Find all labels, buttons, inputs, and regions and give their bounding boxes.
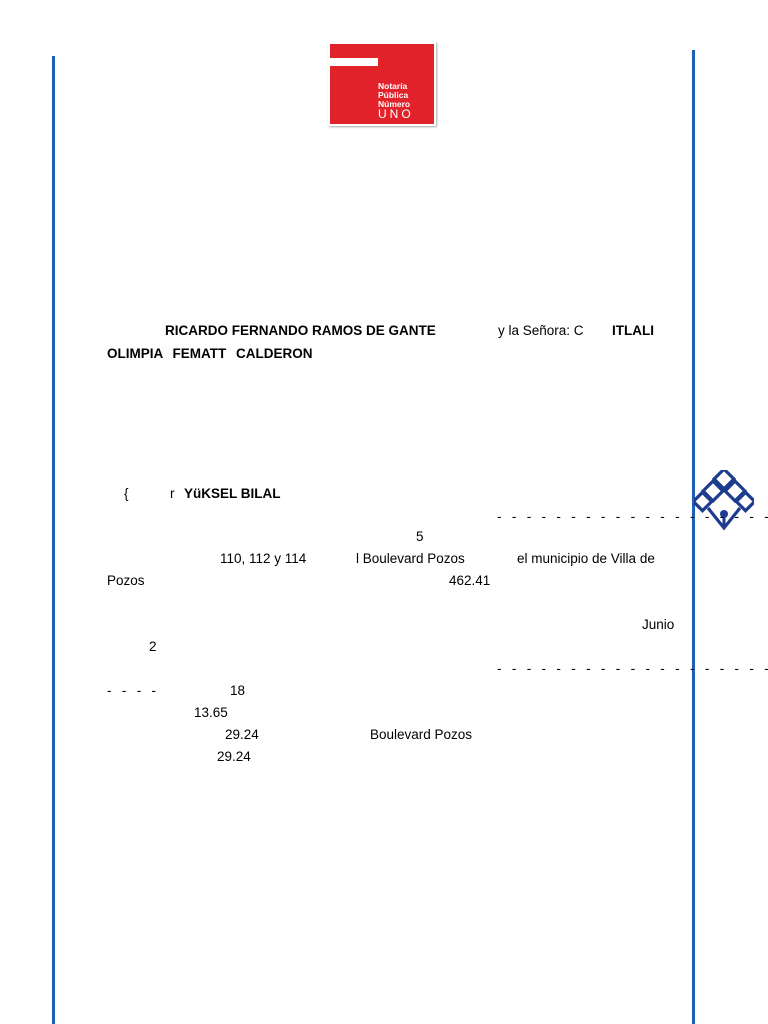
month-junio: Junio: [642, 617, 675, 632]
dash-line-1: - - - - - - - - - - - - - - - - - - - -: [497, 509, 768, 524]
pozos-text: Pozos: [107, 573, 145, 588]
lot-numbers: 110, 112 y 114: [220, 551, 307, 566]
measure-2: 29.24: [225, 727, 259, 742]
municipio-text: el municipio de Villa de: [517, 551, 655, 566]
dash-line-3: - - - -: [107, 683, 160, 698]
lattice-seal-icon: [694, 470, 754, 531]
connector-text: y la Señora: C: [498, 323, 584, 338]
number-5: 5: [416, 529, 424, 544]
measure-1: 13.65: [194, 705, 228, 720]
left-margin-rule: [52, 56, 55, 1024]
party-name-1: RICARDO FERNANDO RAMOS DE GANTE: [165, 323, 436, 338]
buyer-name: YüKSEL BILAL: [184, 486, 281, 501]
brace-mark: {: [124, 486, 129, 501]
logo-text: Notaría Pública Número: [378, 81, 411, 109]
boulevard-text-1: l Boulevard Pozos: [356, 551, 465, 566]
dash-line-2: - - - - - - - - - - - - - - - - - - - - …: [497, 661, 768, 676]
logo-uno: UNO: [378, 107, 414, 121]
number-2: 2: [149, 639, 157, 654]
party-name-2-first: ITLALI: [612, 323, 654, 338]
right-margin-rule: [692, 50, 695, 1024]
party-name-2-rest: OLIMPIA FEMATT CALDERON: [107, 346, 313, 361]
boulevard-text-2: Boulevard Pozos: [370, 727, 473, 742]
r-mark: r: [170, 486, 175, 501]
number-18: 18: [230, 683, 246, 698]
measure-3: 29.24: [217, 749, 251, 764]
notary-logo: Notaría Pública Número UNO: [328, 42, 436, 126]
area-value: 462.41: [449, 573, 491, 588]
